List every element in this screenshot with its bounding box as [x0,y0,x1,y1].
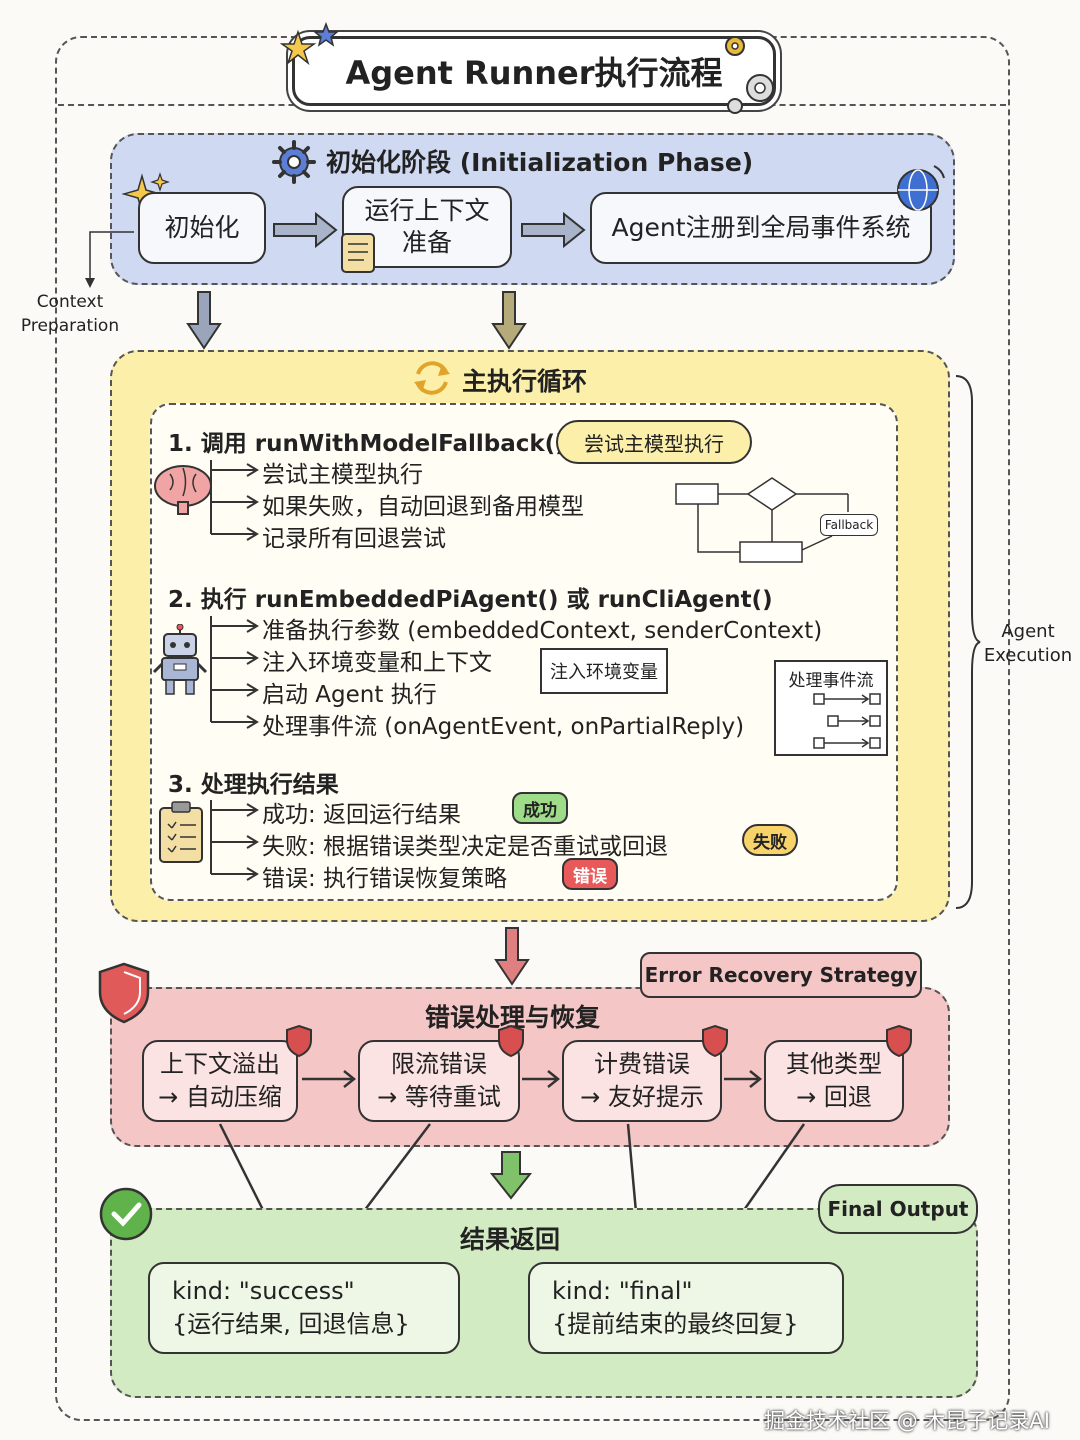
branch-lines [210,460,259,541]
agent-execution-label: Agent Execution [983,621,1073,666]
register-event-node-label: Agent注册到全局事件系统 [611,213,911,242]
event-flow-card: 处理事件流 [774,660,888,756]
shield-icon [498,1024,524,1058]
shield-icon [98,962,150,1024]
error-node-other: 其他类型 → 回退 [764,1040,904,1122]
shield-icon [886,1024,912,1058]
error-node-line: 其他类型 [786,1050,882,1078]
fallback-tag: Fallback [820,514,878,536]
register-event-node: Agent注册到全局事件系统 [590,192,932,264]
error-node-billing: 计费错误 → 友好提示 [562,1040,722,1122]
step3-title: 3. 处理执行结果 [168,772,339,798]
error-recovery-strategy-text: Error Recovery Strategy [644,963,918,987]
error-node-line: → 回退 [796,1083,872,1111]
step1-item: 尝试主模型执行 [262,462,423,488]
step2-title: 2. 执行 runEmbeddedPiAgent() 或 runCliAgent… [168,587,773,613]
page-title: Agent Runner执行流程 [345,54,723,92]
branch-lines [210,800,259,881]
final-output-bubble: Final Output [818,1184,978,1234]
globe-icon [897,165,945,211]
success-tag: 成功 [512,792,568,824]
context-preparation-label: Context Preparation [20,292,120,336]
gear-icon [272,140,316,184]
result-node-line: {提前结束的最终回复} [552,1310,799,1338]
step1-title: 1. 调用 runWithModelFallback() [168,431,566,457]
title-frame [292,36,776,106]
success-tag-label: 成功 [523,800,557,821]
inject-env-note: 注入环境变量 [540,648,668,694]
result-node-line: {运行结果, 回退信息} [172,1310,410,1338]
result-node-final: kind: "final" {提前结束的最终回复} [528,1262,844,1354]
brace-line [955,375,981,909]
step1-item: 如果失败，自动回退到备用模型 [262,494,584,520]
step2-item: 启动 Agent 执行 [262,682,437,708]
brain-icon [154,465,212,515]
context-prep-node-label: 运行上下文 准备 [364,196,490,257]
fallback-tag-label: Fallback [824,518,874,532]
result-phase-title: 结果返回 [460,1225,561,1254]
init-phase-title: 初始化阶段 (Initialization Phase) [326,148,754,177]
fail-tag: 失败 [742,824,798,856]
init-node-label: 初始化 [164,213,240,242]
arrow-icon [521,211,586,249]
error-node-rate-limit: 限流错误 → 等待重试 [358,1040,520,1122]
try-main-model-bubble: 尝试主模型执行 [556,420,752,464]
error-node-line: 限流错误 [391,1050,487,1078]
arrow-down-icon [491,291,527,350]
fallback-flowchart [675,477,849,563]
connector-line [85,231,134,288]
arrow-icon [522,1070,561,1088]
step2-item: 准备执行参数 (embeddedContext, senderContext) [262,618,823,644]
init-node: 初始化 [138,192,266,264]
arrow-icon [273,211,338,249]
watermark: 掘金技术社区 @ 木昆子记录AI [764,1409,1050,1433]
step1-item: 记录所有回退尝试 [262,526,446,552]
fail-tag-label: 失败 [753,832,787,853]
refresh-icon [414,361,450,395]
error-node-line: → 自动压缩 [158,1083,282,1111]
gear-icon [725,36,774,114]
star-icon [280,22,340,66]
step3-item: 成功: 返回运行结果 [262,802,462,828]
error-recovery-strategy-label: Error Recovery Strategy [640,952,922,998]
event-flow-label: 处理事件流 [788,671,874,691]
result-node-line: kind: "final" [552,1277,693,1305]
error-node-line: → 友好提示 [580,1083,704,1111]
shield-icon [286,1024,312,1058]
main-loop-title: 主执行循环 [462,367,588,396]
final-output-label: Final Output [827,1197,969,1221]
error-tag: 错误 [562,858,618,890]
error-node-line: 上下文溢出 [160,1050,280,1078]
step2-item: 注入环境变量和上下文 [262,650,492,676]
inject-env-note-label: 注入环境变量 [550,662,658,683]
robot-icon [152,624,208,695]
error-node-line: → 等待重试 [377,1083,501,1111]
arrow-icon [302,1070,357,1088]
branch-lines [210,616,259,729]
arrow-down-icon [494,927,530,986]
result-node-line: kind: "success" [172,1277,355,1305]
error-tag-label: 错误 [573,866,607,887]
shield-icon [702,1024,728,1058]
scroll-icon [341,233,375,273]
step2-item: 处理事件流 (onAgentEvent, onPartialReply) [262,714,745,740]
check-icon [99,1187,153,1241]
arrow-down-icon [186,291,222,350]
error-node-context-overflow: 上下文溢出 → 自动压缩 [142,1040,298,1122]
arrow-icon [724,1070,763,1088]
event-flow-arrows [813,693,881,749]
result-node-success: kind: "success" {运行结果, 回退信息} [148,1262,460,1354]
clipboard-icon [159,801,203,863]
try-main-model-bubble-label: 尝试主模型执行 [584,431,724,456]
error-node-line: 计费错误 [594,1050,690,1078]
step3-item: 错误: 执行错误恢复策略 [262,866,508,892]
step3-item: 失败: 根据错误类型决定是否重试或回退 [262,834,669,860]
